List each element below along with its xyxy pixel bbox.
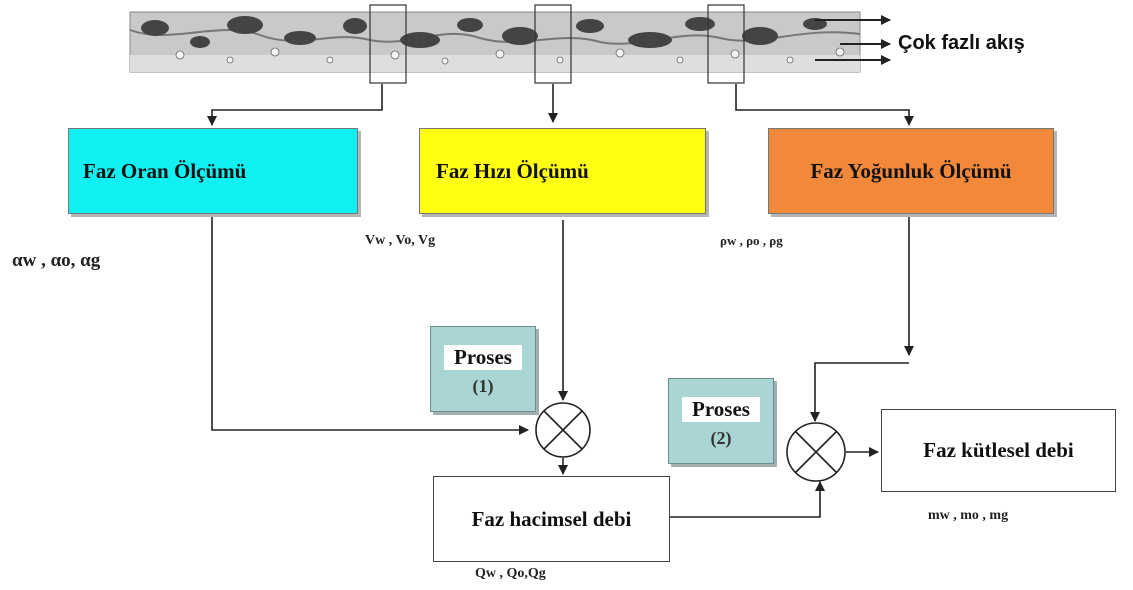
phase-density-symbols: ρw , ρo , ρg — [720, 233, 783, 249]
volumetric-flow-box: Faz hacimsel debi — [433, 476, 670, 562]
phase-fraction-box: Faz Oran Ölçümü — [68, 128, 358, 214]
process-1-box: Proses (1) — [430, 326, 536, 412]
multiplier-1 — [536, 403, 590, 457]
phase-fraction-symbols: αw , αo, αg — [12, 250, 100, 272]
mass-flow-symbols: mw , mo , mg — [928, 508, 1008, 524]
phase-velocity-box: Faz Hızı Ölçümü — [419, 128, 706, 214]
phase-density-box: Faz Yoğunluk Ölçümü — [768, 128, 1054, 214]
mass-flow-box: Faz kütlesel debi — [881, 409, 1116, 492]
process-2-box: Proses (2) — [668, 378, 774, 464]
process-1-title: Proses — [444, 345, 522, 370]
multiplier-2 — [787, 423, 845, 481]
process-1-number: (1) — [431, 376, 535, 397]
flow-label: Çok fazlı akış — [898, 32, 1025, 55]
phase-velocity-symbols: Vw , Vo, Vg — [365, 233, 435, 249]
process-2-number: (2) — [669, 428, 773, 449]
multiphase-pipe — [130, 5, 860, 83]
volumetric-flow-symbols: Qw , Qo,Qg — [475, 566, 546, 582]
process-2-title: Proses — [682, 397, 760, 422]
